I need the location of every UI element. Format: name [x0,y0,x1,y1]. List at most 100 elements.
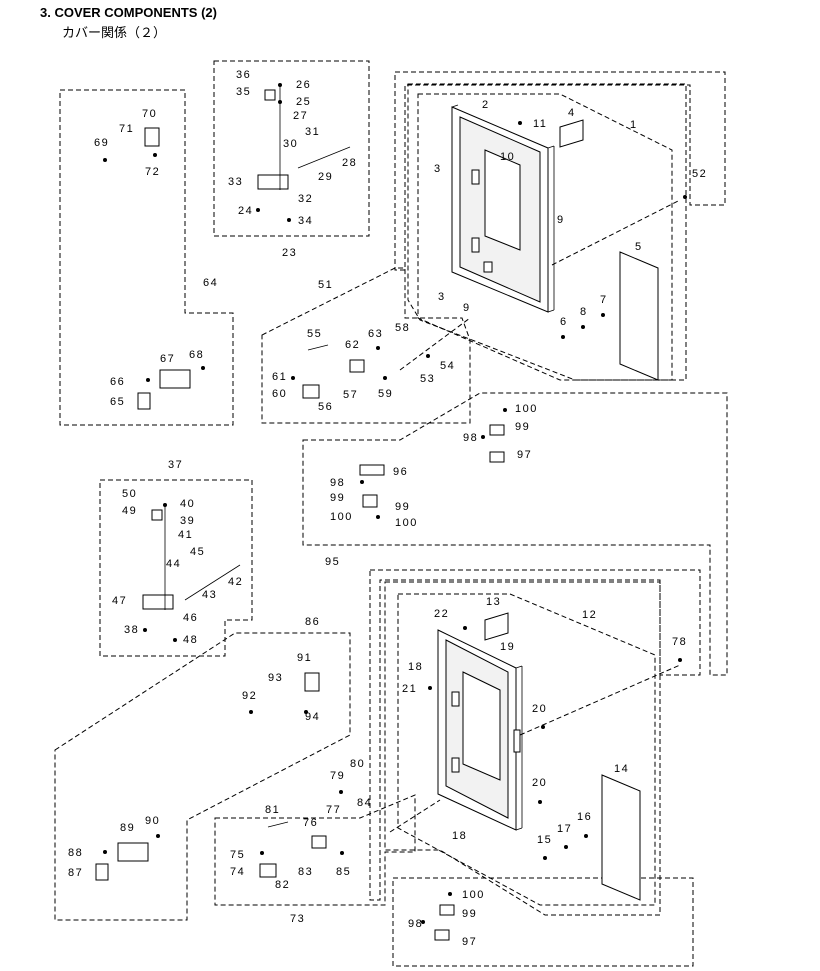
callout-78: 78 [672,636,687,648]
callout-32: 32 [298,193,313,205]
callout-58: 58 [395,322,410,334]
callout-26: 26 [296,79,311,91]
hinge-parts-37 [142,505,241,610]
callout-80: 80 [350,758,365,770]
callout-94: 94 [305,711,320,723]
upper-door-frame [451,104,555,313]
group-outline-51 [261,267,471,424]
callout-18b: 18 [452,830,467,842]
callout-18a: 18 [408,661,423,673]
callout-61: 61 [272,371,287,383]
callout-98b: 98 [330,477,345,489]
callout-43: 43 [202,589,217,601]
callout-73: 73 [290,913,305,925]
callout-65: 65 [110,396,125,408]
group-outline-95 [302,392,728,676]
callout-59: 59 [378,388,393,400]
callout-98a: 98 [463,432,478,444]
group-outline-97 [392,877,694,967]
callout-72: 72 [145,166,160,178]
callout-70: 70 [142,108,157,120]
callout-30: 30 [283,138,298,150]
callout-66: 66 [110,376,125,388]
callout-100d: 100 [462,889,485,901]
back-plate-5 [619,251,659,381]
callout-15: 15 [537,834,552,846]
callout-31: 31 [305,126,320,138]
callout-42: 42 [228,576,243,588]
callout-9a: 9 [557,214,565,226]
callout-77: 77 [326,804,341,816]
bracket-4 [559,119,584,148]
callout-69: 69 [94,137,109,149]
callout-24: 24 [238,205,253,217]
callout-53: 53 [420,373,435,385]
callout-labels: 1 2 3 3 4 5 6 7 8 9 9 10 11 12 13 14 15 … [68,69,707,948]
callout-100a: 100 [515,403,538,415]
callout-62: 62 [345,339,360,351]
callout-85: 85 [336,866,351,878]
bracket-parts-96 [359,424,505,941]
callout-67: 67 [160,353,175,365]
callout-19: 19 [500,641,515,653]
callout-3a: 3 [434,163,442,175]
leader-dots [103,83,687,924]
callout-79: 79 [330,770,345,782]
callout-16: 16 [577,811,592,823]
back-plate-14 [601,774,641,901]
callout-20a: 20 [532,703,547,715]
group-outline-1 [394,71,726,271]
callout-99a: 99 [515,421,530,433]
callout-97b: 97 [462,936,477,948]
latch-parts-64 [137,127,191,410]
callout-99c: 99 [395,501,410,513]
callout-57: 57 [343,389,358,401]
callout-33: 33 [228,176,243,188]
callout-10: 10 [500,151,515,163]
callout-86: 86 [305,616,320,628]
callout-51: 51 [318,279,333,291]
catch-parts-51 [302,344,365,399]
callout-44: 44 [166,558,181,570]
callout-45: 45 [190,546,205,558]
callout-14: 14 [614,763,629,775]
callout-40: 40 [180,498,195,510]
callout-41: 41 [178,529,193,541]
group-outline-64 [59,89,234,426]
group-outline-19 [397,593,656,906]
callout-74: 74 [230,866,245,878]
callout-28: 28 [342,157,357,169]
lower-door-frame [437,629,523,831]
callout-34: 34 [298,215,313,227]
callout-2: 2 [482,99,490,111]
callout-82: 82 [275,879,290,891]
callout-99b: 99 [330,492,345,504]
callout-52: 52 [692,168,707,180]
callout-3b: 3 [438,291,446,303]
group-outline-12-inner [384,581,661,916]
callout-90: 90 [145,815,160,827]
callout-13: 13 [486,596,501,608]
callout-27: 27 [293,110,308,122]
callout-29: 29 [318,171,333,183]
callout-7: 7 [600,294,608,306]
callout-4: 4 [568,107,576,119]
group-outline-12 [369,569,701,901]
callout-91: 91 [297,652,312,664]
callout-35: 35 [236,86,251,98]
callout-64: 64 [203,277,218,289]
callout-88: 88 [68,847,83,859]
group-outline-37 [99,479,253,657]
callout-38: 38 [124,624,139,636]
callout-63: 63 [368,328,383,340]
callout-83: 83 [298,866,313,878]
callout-46: 46 [183,612,198,624]
callout-76: 76 [303,817,318,829]
bracket-13 [484,612,509,641]
callout-1: 1 [630,119,638,131]
callout-87: 87 [68,867,83,879]
callout-5: 5 [635,241,643,253]
group-outline-2 [417,93,673,381]
